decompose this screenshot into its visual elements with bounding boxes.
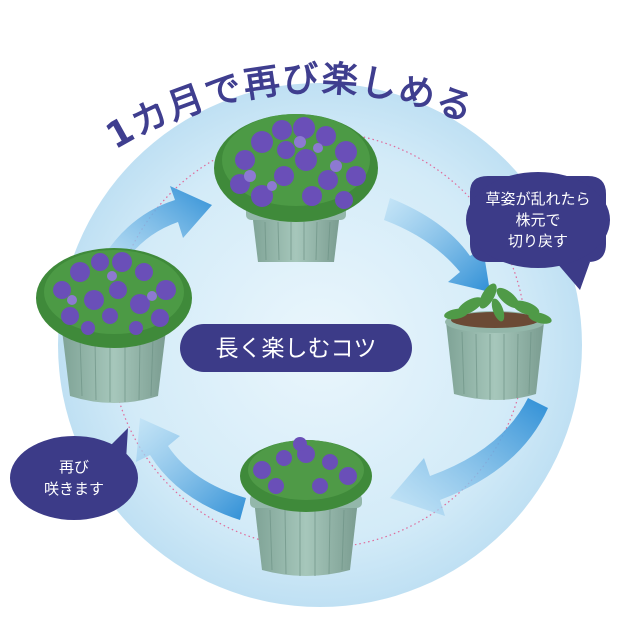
arrow-bottom-left bbox=[136, 418, 246, 520]
callout-left-line2: 咲きます bbox=[44, 480, 104, 498]
callout-left-bubble: 再び 咲きます bbox=[10, 428, 138, 520]
callout-right-bubble: 草姿が乱れたら 株元で 切り戻す bbox=[466, 172, 610, 290]
center-label: 長く楽しむコツ bbox=[216, 336, 377, 362]
arrow-bottom-right bbox=[390, 398, 548, 516]
callout-right-line1: 草姿が乱れたら bbox=[485, 190, 590, 208]
center-badge: 長く楽しむコツ bbox=[180, 324, 412, 372]
pot-full-bloom-top bbox=[214, 114, 378, 262]
callout-left-line1: 再び bbox=[59, 458, 89, 476]
pot-regrowth-bottom bbox=[240, 437, 372, 576]
arrow-top-right bbox=[384, 198, 490, 292]
callout-right-line2: 株元で bbox=[515, 211, 560, 229]
pot-full-bloom-left bbox=[36, 248, 192, 403]
callout-right-line3: 切り戻す bbox=[508, 232, 568, 250]
pot-cut-back-right bbox=[444, 283, 552, 400]
